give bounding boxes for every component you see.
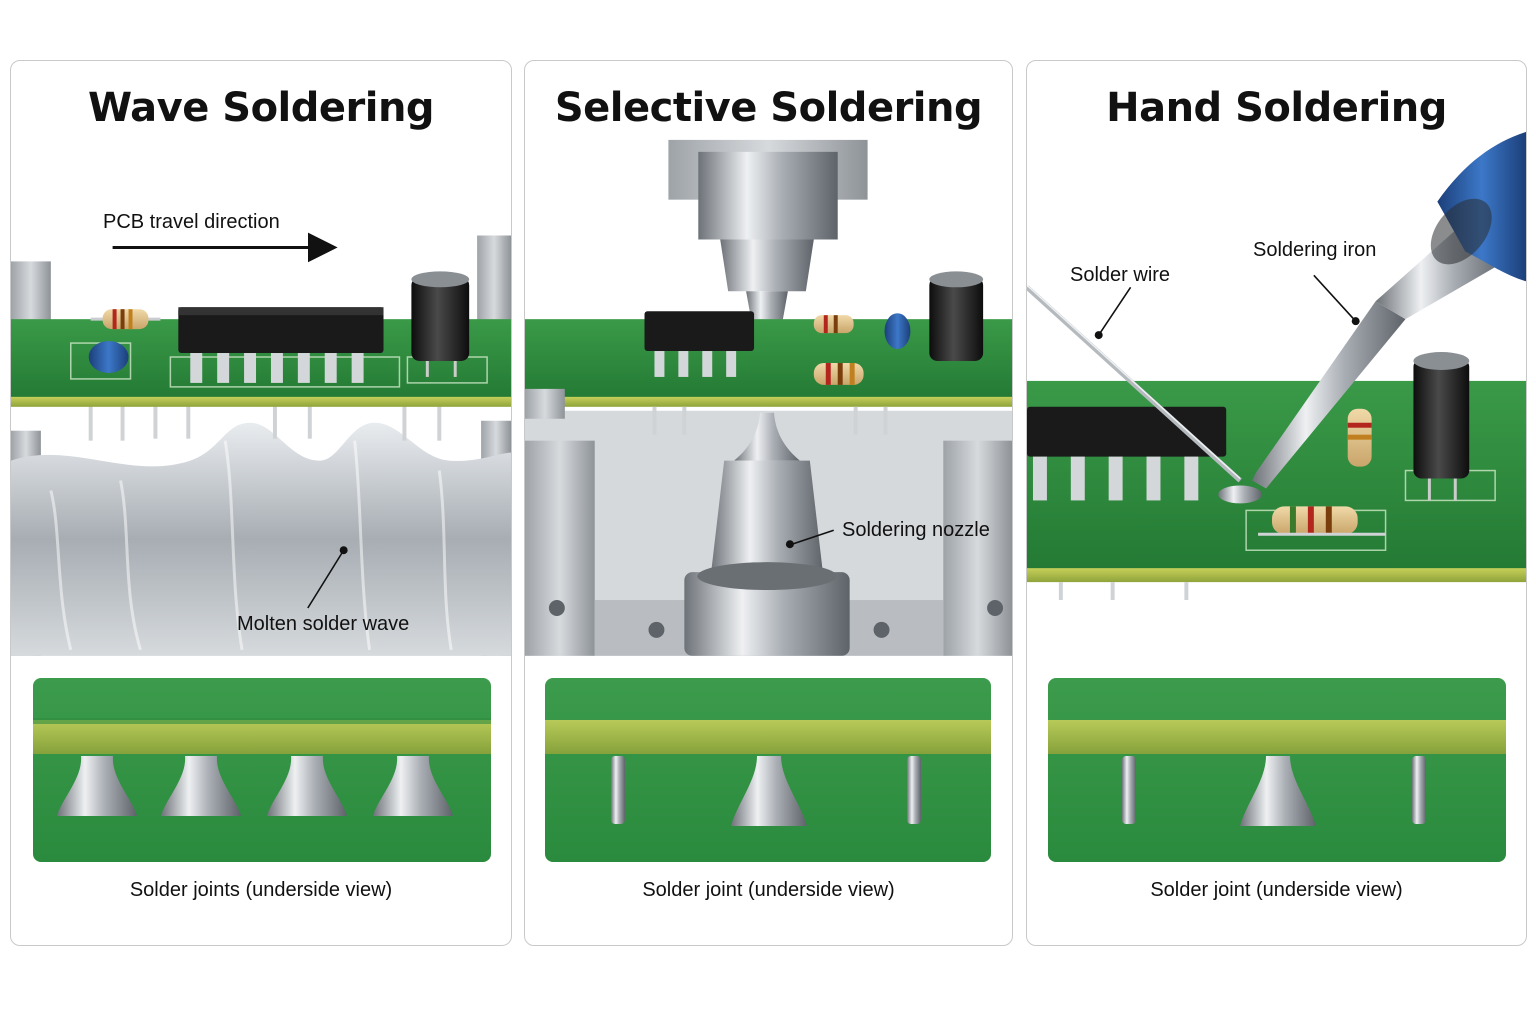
electrolytic-capacitor xyxy=(929,271,984,361)
bare-pin xyxy=(1412,756,1426,824)
wave-label: Molten solder wave xyxy=(237,613,410,635)
resistor xyxy=(1347,408,1372,467)
molten-solder-wave xyxy=(11,422,511,656)
solder-joint-detail xyxy=(545,678,991,862)
panel-caption: Solder joint (underside view) xyxy=(1150,879,1403,901)
bare-pin xyxy=(1122,756,1136,824)
pcb-edge xyxy=(11,396,511,407)
ceramic-capacitor xyxy=(88,341,129,373)
resistor xyxy=(1258,506,1386,536)
selective-soldering-panel: Selective Soldering xyxy=(524,60,1013,946)
solder-wire xyxy=(1027,285,1242,483)
dip-ic-chip xyxy=(1027,406,1227,501)
wire-leader-line xyxy=(1098,286,1132,336)
bare-pin xyxy=(907,756,921,824)
ceramic-capacitor xyxy=(884,313,911,350)
iron-leader-line xyxy=(1313,274,1357,322)
nozzle-leader-line xyxy=(791,529,834,545)
nozzle-label: Soldering nozzle xyxy=(842,519,990,541)
panel-title: Hand Soldering xyxy=(1106,85,1447,131)
solder-joint xyxy=(731,756,807,826)
pcb-edge xyxy=(1027,568,1526,583)
machine-frame-left xyxy=(525,440,595,656)
panel-title: Selective Soldering xyxy=(554,85,983,131)
electrolytic-capacitor xyxy=(411,271,470,377)
wave-soldering-panel: Wave Soldering xyxy=(10,60,512,946)
soldering-iron xyxy=(1252,131,1526,489)
electrolytic-capacitor xyxy=(1413,352,1470,501)
panel-caption: Solder joints (underside view) xyxy=(129,879,393,901)
wave-leader-line xyxy=(307,549,345,609)
solder-joint-forming xyxy=(1218,485,1263,504)
hand-soldering-panel: Hand Soldering xyxy=(1026,60,1527,946)
selective-soldering-illustration xyxy=(525,139,1012,656)
resistor xyxy=(90,309,161,330)
dip-ic-chip xyxy=(644,311,755,377)
solder-joint-detail xyxy=(1048,678,1506,862)
resistor xyxy=(813,362,864,385)
solder-joint xyxy=(1240,756,1316,826)
resistor xyxy=(813,315,854,334)
panel-caption: Solder joint (underside view) xyxy=(642,879,895,901)
hand-soldering-illustration xyxy=(1027,131,1526,601)
iron-label: Soldering iron xyxy=(1253,239,1377,261)
soldering-nozzle xyxy=(710,460,824,581)
panel-title: Wave Soldering xyxy=(87,85,435,131)
bare-pin xyxy=(611,756,625,824)
direction-label: PCB travel direction xyxy=(103,211,280,233)
solder-joints-detail xyxy=(33,678,491,862)
pcb-edge xyxy=(525,396,1012,407)
wire-label: Solder wire xyxy=(1070,264,1171,286)
dip-ic-chip xyxy=(178,307,384,383)
wave-soldering-illustration xyxy=(11,232,511,656)
solder-joint-row xyxy=(57,756,453,816)
machine-frame-right xyxy=(943,440,1012,656)
